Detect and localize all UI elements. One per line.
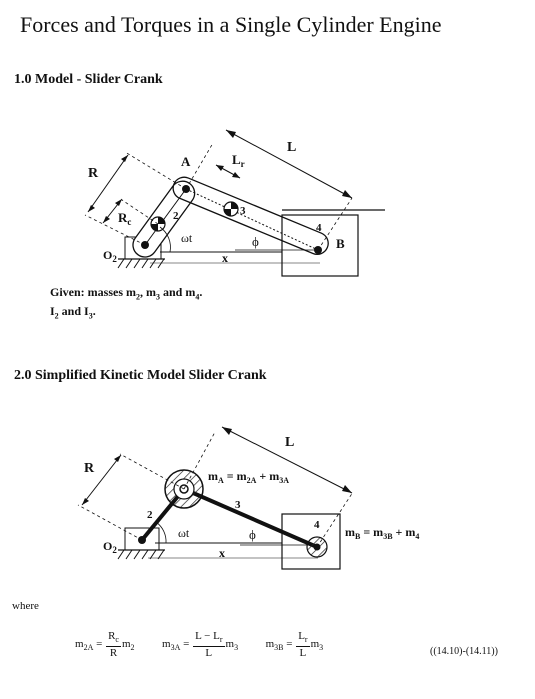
section1-heading: 1.0 Model - Slider Crank: [14, 72, 163, 87]
equation-reference: ((14.10)-(14.11)): [430, 646, 498, 657]
label-wt-1: ωt: [181, 231, 193, 245]
label-lr-1: Lr: [232, 152, 245, 169]
dimension-rc-1: [102, 198, 159, 225]
wt-arc-1: [159, 226, 171, 253]
rod-centerline-1: [185, 188, 319, 251]
connecting-rod-2: [183, 487, 318, 549]
diagram2: R L mA = m2A + m3A mB = m3B + m4 2 3 4 O…: [77, 426, 419, 570]
label-link2-1: 2: [173, 210, 179, 222]
label-l-1: L: [287, 140, 296, 155]
dimension-r-1: [84, 151, 187, 246]
label-rc-1: Rc: [118, 210, 131, 227]
label-phi-1: ϕ: [252, 234, 259, 249]
connecting-rod-1: [172, 176, 329, 255]
label-link3-2: 3: [235, 499, 241, 511]
given-text: Given: masses m2, m3 and m4. I2 and I3.: [50, 285, 203, 321]
dimension-l-1: [185, 129, 353, 251]
label-link4-2: 4: [314, 519, 320, 531]
label-o2-2: O2: [103, 539, 117, 555]
ground-o2-2: [117, 527, 165, 560]
label-r-2: R: [84, 461, 95, 476]
label-l-2: L: [285, 435, 294, 450]
label-r-1: R: [88, 166, 99, 181]
section2-heading: 2.0 Simplified Kinetic Model Slider Cran…: [14, 368, 267, 383]
wt-arc-2: [155, 521, 167, 544]
page-title: Forces and Torques in a Single Cylinder …: [20, 12, 442, 37]
label-mb-2: mB = m3B + m4: [345, 525, 419, 541]
diagram1: R Rc A Lr L 2 3 4 B O2 ωt ϕ x: [84, 129, 385, 277]
dimension-r-2: [77, 453, 185, 541]
center-of-mass-3-icon: [223, 201, 239, 217]
label-x-2: x: [219, 546, 225, 560]
label-wt-2: ωt: [178, 526, 190, 540]
slider-block-1: [281, 214, 359, 277]
label-ma-2: mA = m2A + m3A: [208, 469, 289, 485]
label-link2-2: 2: [147, 509, 153, 521]
where-label: where: [12, 600, 39, 612]
label-a-1: A: [181, 154, 191, 169]
ground-o2-1: [117, 236, 165, 269]
label-phi-2: ϕ: [249, 527, 256, 542]
label-b-1: B: [336, 236, 345, 251]
crank-line-1: [144, 188, 187, 246]
label-o2-1: O2: [103, 248, 117, 264]
label-link4-1: 4: [316, 222, 322, 234]
label-link3-1: 3: [240, 205, 246, 217]
dimension-l-2: [183, 426, 354, 548]
label-x-1: x: [222, 251, 228, 265]
dimension-lr-1: [215, 164, 241, 179]
